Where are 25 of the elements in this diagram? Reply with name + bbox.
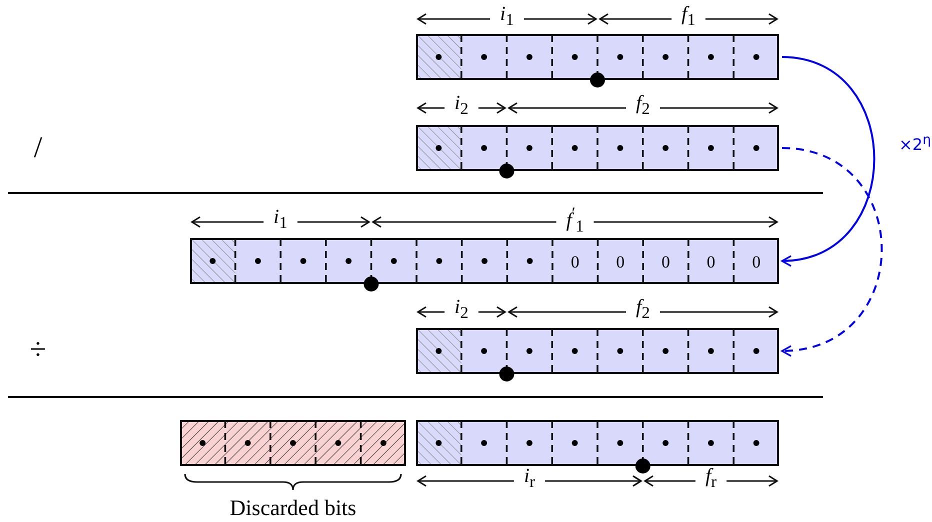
dimension-label: f$_{2}$ xyxy=(636,297,650,323)
arrow xyxy=(781,56,876,266)
bit-value: 0 xyxy=(752,254,761,270)
dimension-label: f$_{1}$ xyxy=(682,4,696,30)
register-bar xyxy=(416,34,779,80)
discarded-bits-bar xyxy=(180,420,406,466)
dimension-label: i$_{r}$ xyxy=(524,466,536,492)
register-bar xyxy=(416,420,779,466)
bit-value: 0 xyxy=(706,254,716,270)
dimension-label: i$_{1}$ xyxy=(274,207,288,233)
bit-value: 0 xyxy=(661,254,670,270)
bar-label: Discarded bits xyxy=(230,498,356,518)
dimension-label: i$_{1}$ xyxy=(500,4,514,30)
operator-symbol: / xyxy=(34,133,42,163)
dimension-label: i$_{2}$ xyxy=(454,297,468,323)
bit-value: 0 xyxy=(570,254,580,270)
bit-value: 0 xyxy=(616,254,625,270)
dimension-label: i$_{2}$ xyxy=(454,93,468,119)
dimension-label: f$_{2}$ xyxy=(636,93,650,119)
register-bar xyxy=(416,328,779,374)
register-bar xyxy=(190,238,779,284)
register-bar xyxy=(416,125,779,171)
operator-symbol: ÷ xyxy=(30,335,46,365)
arrow xyxy=(781,147,883,356)
dimension-label: f$_{r}$ xyxy=(705,466,717,492)
